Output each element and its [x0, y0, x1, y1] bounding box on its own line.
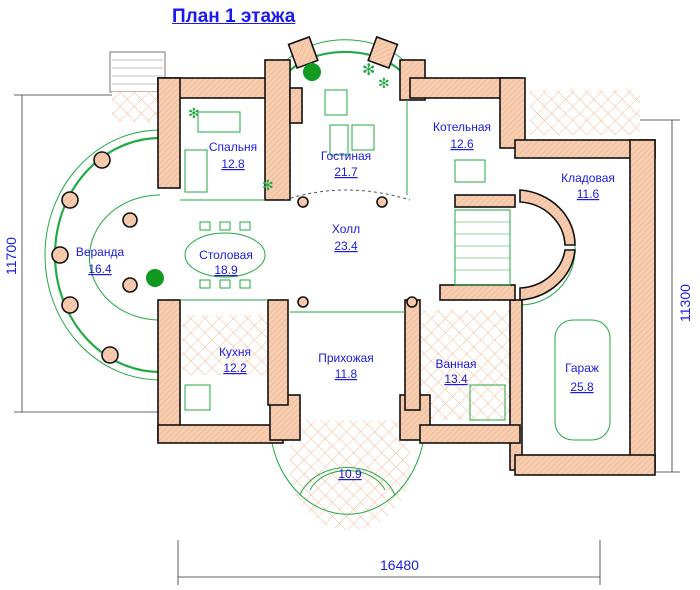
- room-storage: Кладовая 11.6: [561, 171, 615, 201]
- room-name: Гараж: [565, 361, 599, 375]
- room-area: 23.4: [334, 239, 358, 253]
- room-area: 12.8: [221, 157, 245, 171]
- kitchen-tiles: [182, 315, 272, 375]
- plant-icon: ✻: [262, 177, 274, 193]
- room-name: Котельная: [433, 120, 491, 134]
- porch-steps: [299, 466, 396, 496]
- veranda: [44, 129, 161, 381]
- porch-tiles: [290, 420, 410, 530]
- room-living: Гостиная 21.7: [321, 149, 371, 179]
- room-entrance-hall: Прихожая 11.8: [318, 351, 374, 381]
- room-area: 21.7: [334, 165, 358, 179]
- room-area: 18.9: [214, 263, 238, 277]
- room-boiler: Котельная 12.6: [433, 120, 491, 151]
- room-bathroom: Ванная 13.4: [435, 357, 476, 386]
- interior-lines: [180, 89, 611, 441]
- room-area: 12.6: [450, 137, 474, 151]
- room-name: Прихожая: [318, 351, 374, 365]
- dimension-left: 11700: [3, 94, 160, 413]
- room-area: 11.6: [577, 187, 600, 201]
- plan-title: План 1 этажа: [172, 6, 296, 27]
- room-name: Кладовая: [561, 171, 615, 185]
- dimension-bottom-label: 16480: [380, 557, 419, 573]
- garage-porch-tiles: [530, 90, 640, 135]
- room-dining: Столовая 18.9: [199, 248, 253, 277]
- room-kitchen: Кухня 12.2: [219, 345, 251, 375]
- walls: [157, 35, 656, 476]
- dimension-left-label: 11700: [3, 237, 19, 275]
- plant-icon: [303, 63, 321, 81]
- porch-area: 10.9: [338, 467, 362, 481]
- room-hall: Холл 23.4: [332, 222, 360, 253]
- plant-icon: ✻: [188, 105, 200, 121]
- room-area: 16.4: [88, 262, 112, 276]
- plant-icon: ✻: [362, 62, 375, 79]
- room-area: 12.2: [223, 361, 247, 375]
- plant-icon: [146, 269, 164, 287]
- room-veranda: Веранда 16.4: [76, 245, 125, 276]
- dining-table: [184, 221, 266, 289]
- room-bedroom: Спальня 12.8: [209, 140, 257, 171]
- living-bay-outer: [274, 39, 416, 76]
- veranda-stairs: [109, 51, 166, 122]
- bathroom-tiles: [420, 310, 515, 420]
- room-area: 25.8: [570, 380, 594, 394]
- room-area: 13.4: [444, 372, 468, 386]
- room-name: Гостиная: [321, 149, 371, 163]
- room-area: 11.8: [335, 367, 358, 381]
- room-name: Столовая: [199, 248, 253, 262]
- dimension-bottom: 16480: [177, 540, 601, 585]
- room-name: Спальня: [209, 140, 257, 154]
- room-garage: Гараж 25.8: [565, 361, 599, 394]
- dimension-right-label: 11300: [677, 284, 693, 322]
- room-name: Веранда: [76, 245, 125, 259]
- room-name: Холл: [332, 222, 360, 236]
- living-bay-window: [281, 50, 409, 81]
- room-name: Кухня: [219, 345, 251, 359]
- porch-arc: [269, 429, 426, 515]
- plant-icon: ✻: [378, 75, 390, 91]
- room-name: Ванная: [435, 357, 476, 371]
